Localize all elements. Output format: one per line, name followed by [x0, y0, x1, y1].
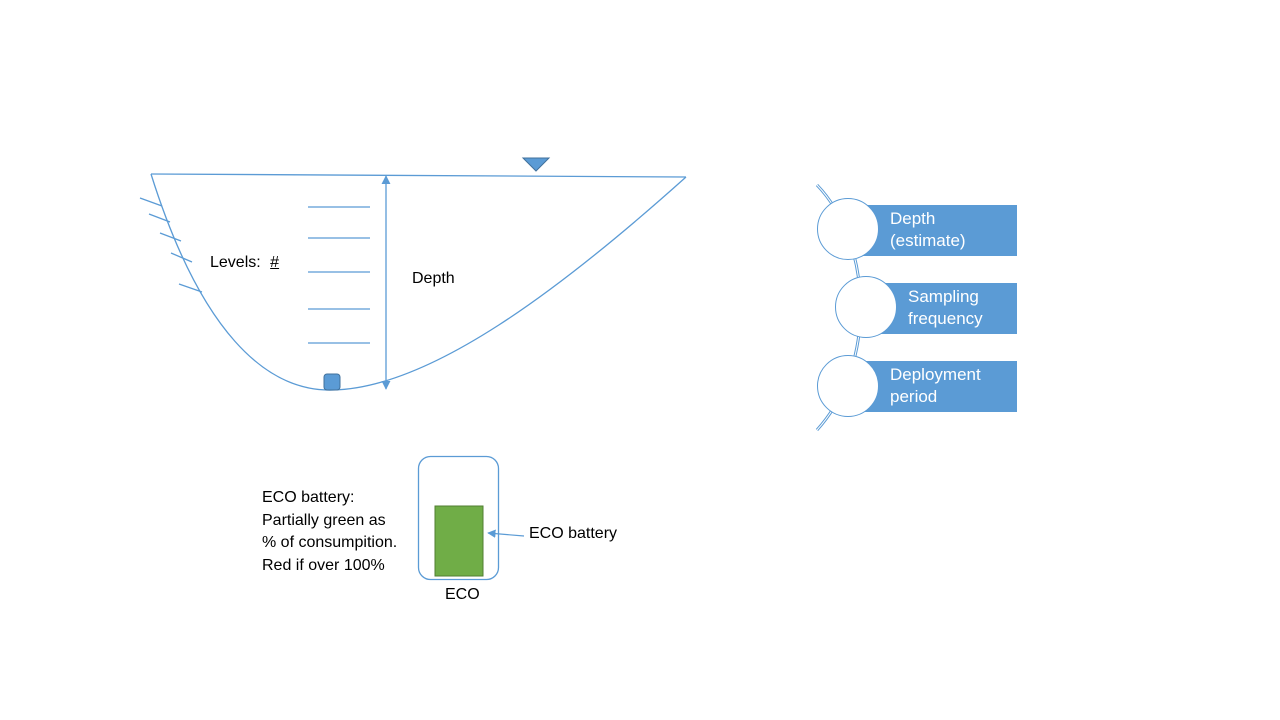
water-surface-triangle-icon [521, 157, 551, 172]
note-line: % of consumpition. [262, 534, 398, 551]
eco-battery-fill [434, 505, 484, 577]
parameter-line: Sampling [908, 287, 979, 306]
eco-device-label: ECO [445, 586, 480, 603]
eco-battery-label: ECO battery [529, 525, 618, 542]
parameter-line: frequency [908, 309, 983, 328]
parameter-line: Deployment [890, 365, 981, 384]
note-line: ECO battery: [262, 489, 355, 506]
bank-hatching [139, 197, 203, 293]
water-surface-line [150, 173, 687, 178]
parameter-circle [835, 276, 897, 338]
parameter-line: Depth [890, 209, 936, 228]
sensor-device-icon [323, 373, 341, 391]
note-line: Partially green as [262, 511, 386, 529]
parameter-line: (estimate) [890, 231, 966, 250]
parameter-circle [817, 198, 879, 260]
depth-label: Depth [412, 270, 455, 287]
levels-text: Levels: [210, 254, 261, 271]
eco-device-outline [417, 455, 500, 581]
levels-label: Levels: # [210, 252, 284, 274]
parameter-line: period [890, 387, 938, 406]
level-lines [308, 206, 370, 344]
note-line: Red if over 100% [262, 556, 385, 574]
levels-value: # [270, 254, 280, 271]
battery-pointer-arrow [487, 529, 525, 538]
eco-battery-note: ECO battery: Partially green as % of con… [262, 487, 397, 577]
parameter-circle [817, 355, 879, 417]
channel-bed-curve [150, 173, 687, 391]
